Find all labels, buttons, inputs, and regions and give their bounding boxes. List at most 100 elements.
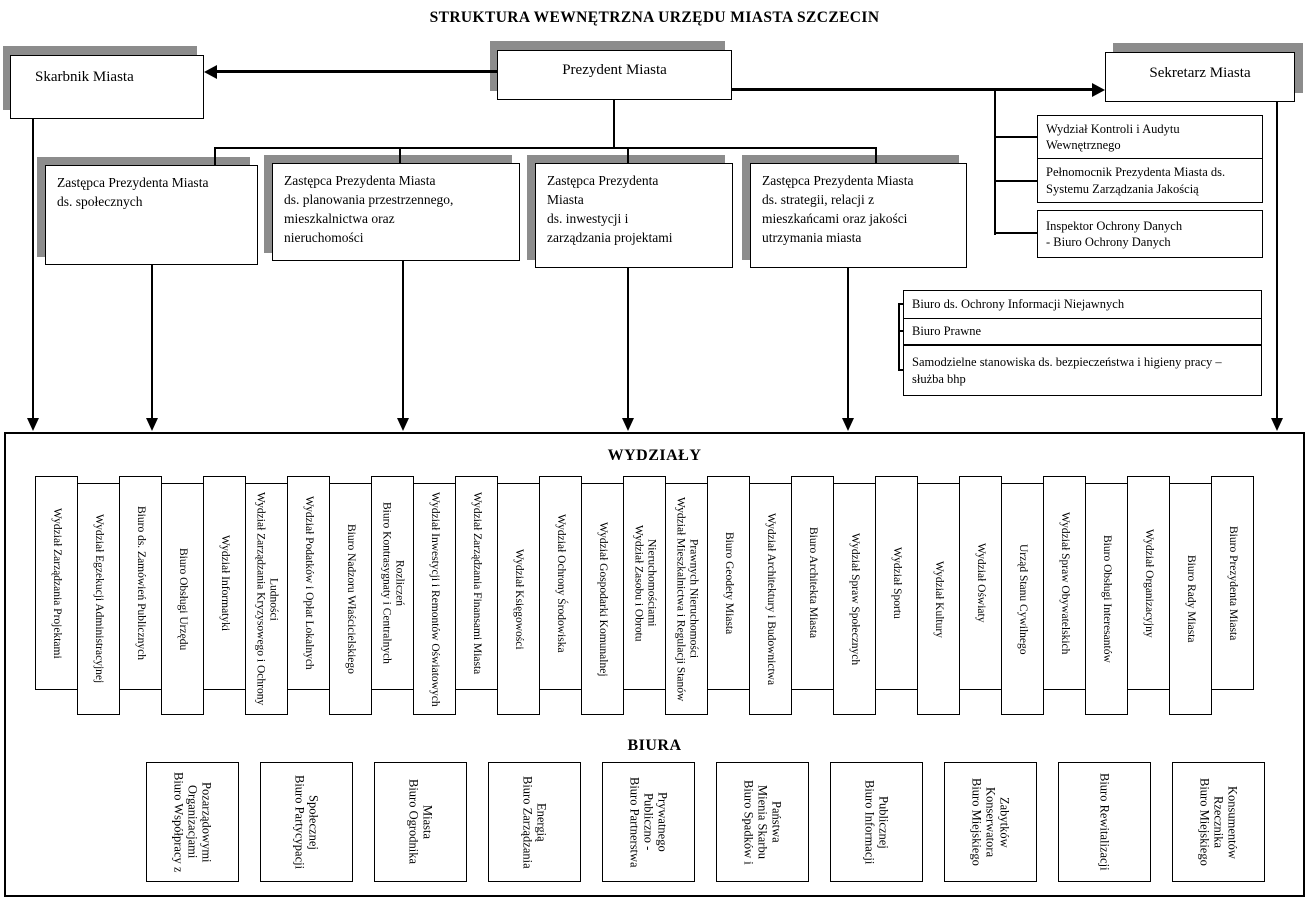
biuro-label: Biuro Współpracy z Organizacjami Pozarzą… <box>171 771 214 873</box>
wydzial-label: Wydział Sportu <box>890 547 903 619</box>
arrowhead-down-icon <box>842 418 854 431</box>
wydzial-label: Biuro Obsługi Urzędu <box>176 547 189 651</box>
biuro-box: Biuro Miejskiego Rzecznika Konsumentów <box>1172 762 1265 882</box>
arrowhead-down-icon <box>622 418 634 431</box>
wydzial-box: Biuro Geodety Miasta <box>707 476 750 690</box>
wydzial-box: Wydział Zasobu i Obrotu Nieruchomościami <box>623 476 666 690</box>
wydzial-box: Biuro Architekta Miasta <box>791 476 834 690</box>
wydzial-label: Wydział Oświaty <box>974 543 987 623</box>
biuro-label: Biuro Rewitalizacji <box>1097 773 1112 871</box>
biuro-label: Biuro Miejskiego Rzecznika Konsumentów <box>1197 778 1240 866</box>
wydzial-label: Wydział Egzekucji Administracyjnej <box>92 514 105 684</box>
wydzial-label: Urząd Stanu Cywilnego <box>1016 543 1029 655</box>
wydzial-box: Wydział Ochrony Środowiska <box>539 476 582 690</box>
box-sekretarz-miasta: Sekretarz Miasta <box>1105 52 1295 102</box>
box-wydzial-kontroli: Wydział Kontroli i Audytu Wewnętrznego <box>1037 115 1263 159</box>
wydzial-label: Wydział Gospodarki Komunalnej <box>596 521 609 677</box>
connector-line <box>994 89 996 235</box>
box-deputy-planning: Zastępca Prezydenta Miasta ds. planowani… <box>272 163 520 261</box>
box-pelnomocnik-jakosc: Pełnomocnik Prezydenta Miasta ds. System… <box>1037 158 1263 203</box>
box-inspektor-ochrony-danych: Inspektor Ochrony Danych - Biuro Ochrony… <box>1037 210 1263 258</box>
connector-line <box>627 147 629 164</box>
connector-line <box>875 147 877 164</box>
wydzial-label: Wydział Architektury i Budownictwa <box>764 512 777 686</box>
arrowhead-right-icon <box>1092 83 1105 97</box>
wydzial-label: Wydział Zarządzania Finansami Miasta <box>470 491 483 675</box>
wydzial-label: Biuro Nadzoru Właścicielskiego <box>344 524 357 674</box>
wydzial-box: Biuro Obsługi Urzędu <box>161 483 204 715</box>
connector-line <box>898 303 904 305</box>
box-stanowiska-bhp: Samodzielne stanowiska ds. bezpieczeństw… <box>903 345 1262 396</box>
wydzial-box: Wydział Sportu <box>875 476 918 690</box>
wydzial-label: Wydział Organizacyjny <box>1142 528 1155 638</box>
wydzial-label: Wydział Zarządzania Projektami <box>50 507 63 659</box>
wydzial-box: Biuro Obsługi Interesantów <box>1085 483 1128 715</box>
wydzial-label: Wydział Zarządzania Kryzysowego i Ochron… <box>254 492 280 706</box>
biuro-box: Biuro Partnerstwa Publiczno - Prywatnego <box>602 762 695 882</box>
biuro-label: Biuro Partnerstwa Publiczno - Prywatnego <box>627 776 670 868</box>
biuro-box: Biuro Zarządzania Energią <box>488 762 581 882</box>
connector-line <box>994 180 1038 182</box>
wydzial-box: Wydział Architektury i Budownictwa <box>749 483 792 715</box>
connector-line <box>994 136 1038 138</box>
biuro-label: Biuro Zarządzania Energią <box>520 775 549 869</box>
connector-line <box>399 147 401 164</box>
wydzial-box: Wydział Księgowości <box>497 483 540 715</box>
connector-line <box>898 303 900 371</box>
biuro-label: Biuro Ogrodnika Miasta <box>406 779 435 865</box>
connector-line <box>32 119 34 420</box>
connector-line <box>214 147 216 165</box>
connector-line <box>613 100 615 148</box>
wydzial-label: Wydział Kultury <box>932 560 945 638</box>
wydzialy-header: WYDZIAŁY <box>607 447 702 464</box>
box-deputy-investments: Zastępca Prezydenta Miasta ds. inwestycj… <box>535 163 733 268</box>
arrowhead-left-icon <box>204 65 217 79</box>
connector-line <box>627 268 629 420</box>
wydzial-label: Wydział Zasobu i Obrotu Nieruchomościami <box>632 524 658 642</box>
wydzial-box: Wydział Organizacyjny <box>1127 476 1170 690</box>
biuro-box: Biuro Spadków i Mienia Skarbu Państwa <box>716 762 809 882</box>
box-biuro-informacji-niejawnych: Biuro ds. Ochrony Informacji Niejawnych <box>903 290 1262 319</box>
wydzial-label: Wydział Podatków i Opłat Lokalnych <box>302 496 315 670</box>
wydzial-box: Urząd Stanu Cywilnego <box>1001 483 1044 715</box>
wydzial-box: Wydział Mieszkalnictwa i Regulacji Stanó… <box>665 483 708 715</box>
wydzial-label: Wydział Spraw Obywatelskich <box>1058 511 1071 655</box>
wydzial-box: Wydział Zarządzania Kryzysowego i Ochron… <box>245 483 288 715</box>
connector-line <box>214 147 877 149</box>
wydzial-box: Wydział Kultury <box>917 483 960 715</box>
wydzial-box: Wydział Oświaty <box>959 476 1002 690</box>
wydzial-label: Wydział Spraw Społecznych <box>848 532 861 666</box>
wydzial-box: Wydział Gospodarki Komunalnej <box>581 483 624 715</box>
arrowhead-down-icon <box>27 418 39 431</box>
connector-line <box>898 369 904 371</box>
biuro-box: Biuro Partycypacji Społecznej <box>260 762 353 882</box>
biuro-label: Biuro Informacji Publicznej <box>862 779 891 865</box>
wydzialy-row: Wydział Zarządzania Projektami Wydział E… <box>35 476 1254 715</box>
connector-line <box>898 330 904 332</box>
connector-line <box>402 261 404 420</box>
wydzial-box: Biuro ds. Zamówień Publicznych <box>119 476 162 690</box>
box-prezydent-miasta: Prezydent Miasta <box>497 50 732 100</box>
connector-line <box>994 232 1038 234</box>
connector-line <box>216 70 497 73</box>
wydzial-label: Wydział Księgowości <box>512 548 525 650</box>
wydzial-label: Wydział Ochrony Środowiska <box>554 513 567 653</box>
wydzial-box: Wydział Egzekucji Administracyjnej <box>77 483 120 715</box>
wydzial-box: Wydział Spraw Społecznych <box>833 483 876 715</box>
biura-row: Biuro Współpracy z Organizacjami Pozarzą… <box>146 762 1265 882</box>
wydzial-label: Biuro Architekta Miasta <box>806 527 819 639</box>
connector-line <box>732 88 1094 91</box>
biuro-box: Biuro Ogrodnika Miasta <box>374 762 467 882</box>
wydzial-box: Biuro Prezydenta Miasta <box>1211 476 1254 690</box>
wydzial-box: Biuro Kontrasygnaty i Centralnych Rozlic… <box>371 476 414 690</box>
wydzial-box: Wydział Podatków i Opłat Lokalnych <box>287 476 330 690</box>
wydzial-box: Wydział Informatyki <box>203 476 246 690</box>
box-deputy-strategy: Zastępca Prezydenta Miasta ds. strategii… <box>750 163 967 268</box>
wydzial-box: Wydział Zarządzania Finansami Miasta <box>455 476 498 690</box>
chart-title: STRUKTURA WEWNĘTRZNA URZĘDU MIASTA SZCZE… <box>429 9 880 26</box>
box-biuro-prawne: Biuro Prawne <box>903 318 1262 345</box>
arrowhead-down-icon <box>1271 418 1283 431</box>
biuro-label: Biuro Partycypacji Społecznej <box>292 774 321 870</box>
biuro-box: Biuro Miejskiego Konserwatora Zabytków <box>944 762 1037 882</box>
